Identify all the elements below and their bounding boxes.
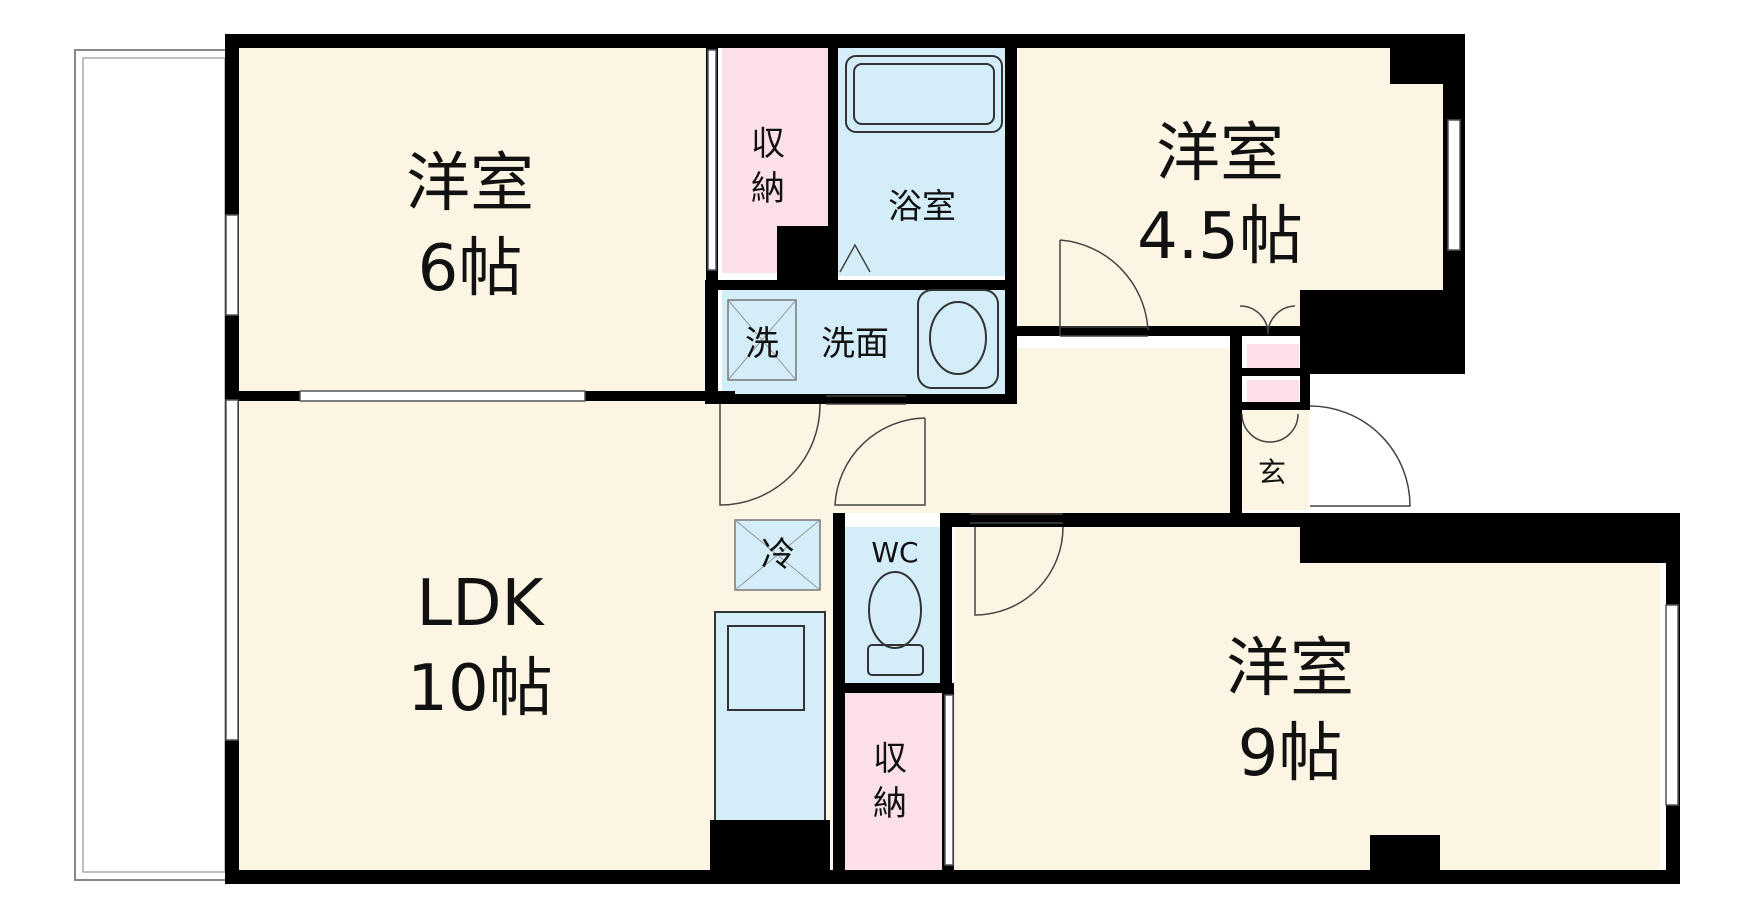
bathtub-inner <box>853 63 995 125</box>
door-entrance-closet <box>1241 413 1299 443</box>
fixtures <box>727 55 1003 676</box>
basin-bowl <box>929 301 987 375</box>
window-western-6 <box>225 214 239 316</box>
storage-bottom-floor <box>843 690 955 875</box>
room-name-western-6: 洋室 <box>406 147 534 221</box>
door-washroom <box>834 417 926 506</box>
sliding-door-storage-top <box>707 49 717 271</box>
western-9-floor <box>955 525 1660 875</box>
label-fridge: 冷 <box>761 535 795 575</box>
shoe-box-1 <box>1247 344 1299 369</box>
toilet-bowl <box>868 571 922 649</box>
room-name-western-9: 洋室 <box>1226 632 1354 706</box>
room-name-ldk: LDK <box>417 567 546 641</box>
door-western-45 <box>1059 239 1149 336</box>
door-closet-45 <box>1239 305 1296 335</box>
label-storage-bottom-1: 収 <box>873 739 907 779</box>
window-ldk <box>225 399 239 741</box>
window-western-9 <box>1665 604 1679 806</box>
sink <box>727 625 805 711</box>
door-western-9 <box>974 526 1064 616</box>
balcony <box>74 49 234 881</box>
bath-door-mark <box>839 243 871 273</box>
label-storage-top-2: 納 <box>751 169 785 209</box>
labels: 洋室 6帖 洋室 4.5帖 LDK 10帖 洋室 9帖 収 納 収 納 浴室 洗… <box>406 117 1354 824</box>
entrance-floor <box>1239 410 1309 510</box>
label-entrance: 玄 <box>1258 456 1286 489</box>
room-size-western-6: 6帖 <box>418 232 523 306</box>
room-size-ldk: 10帖 <box>407 652 552 726</box>
sliding-door-6-ldk <box>299 390 586 402</box>
wash-basin <box>917 289 999 389</box>
toilet-tank <box>867 644 924 676</box>
label-bath: 浴室 <box>888 187 956 227</box>
door-ldk-hall <box>719 403 821 506</box>
western-45-floor <box>1019 48 1459 333</box>
toilet-floor <box>843 527 948 685</box>
western-6-floor <box>233 48 715 394</box>
bath-floor <box>838 48 1010 276</box>
label-washer: 洗 <box>745 324 779 364</box>
label-storage-bottom-2: 納 <box>873 784 907 824</box>
doors <box>719 239 1411 616</box>
sliding-door-storage-bottom <box>944 694 954 866</box>
label-storage-top-1: 収 <box>751 124 785 164</box>
label-toilet: WC <box>871 536 918 569</box>
room-name-western-45: 洋室 <box>1156 117 1284 191</box>
label-washroom: 洗面 <box>821 324 889 364</box>
window-western-45 <box>1447 119 1461 251</box>
windows <box>225 49 1679 866</box>
floors <box>233 48 1660 875</box>
door-entrance <box>1309 405 1411 507</box>
room-size-western-9: 9帖 <box>1238 717 1343 791</box>
washer-space <box>727 299 797 381</box>
shoe-box-2 <box>1247 380 1299 405</box>
room-size-western-45: 4.5帖 <box>1137 200 1303 274</box>
bathtub <box>845 55 1003 133</box>
